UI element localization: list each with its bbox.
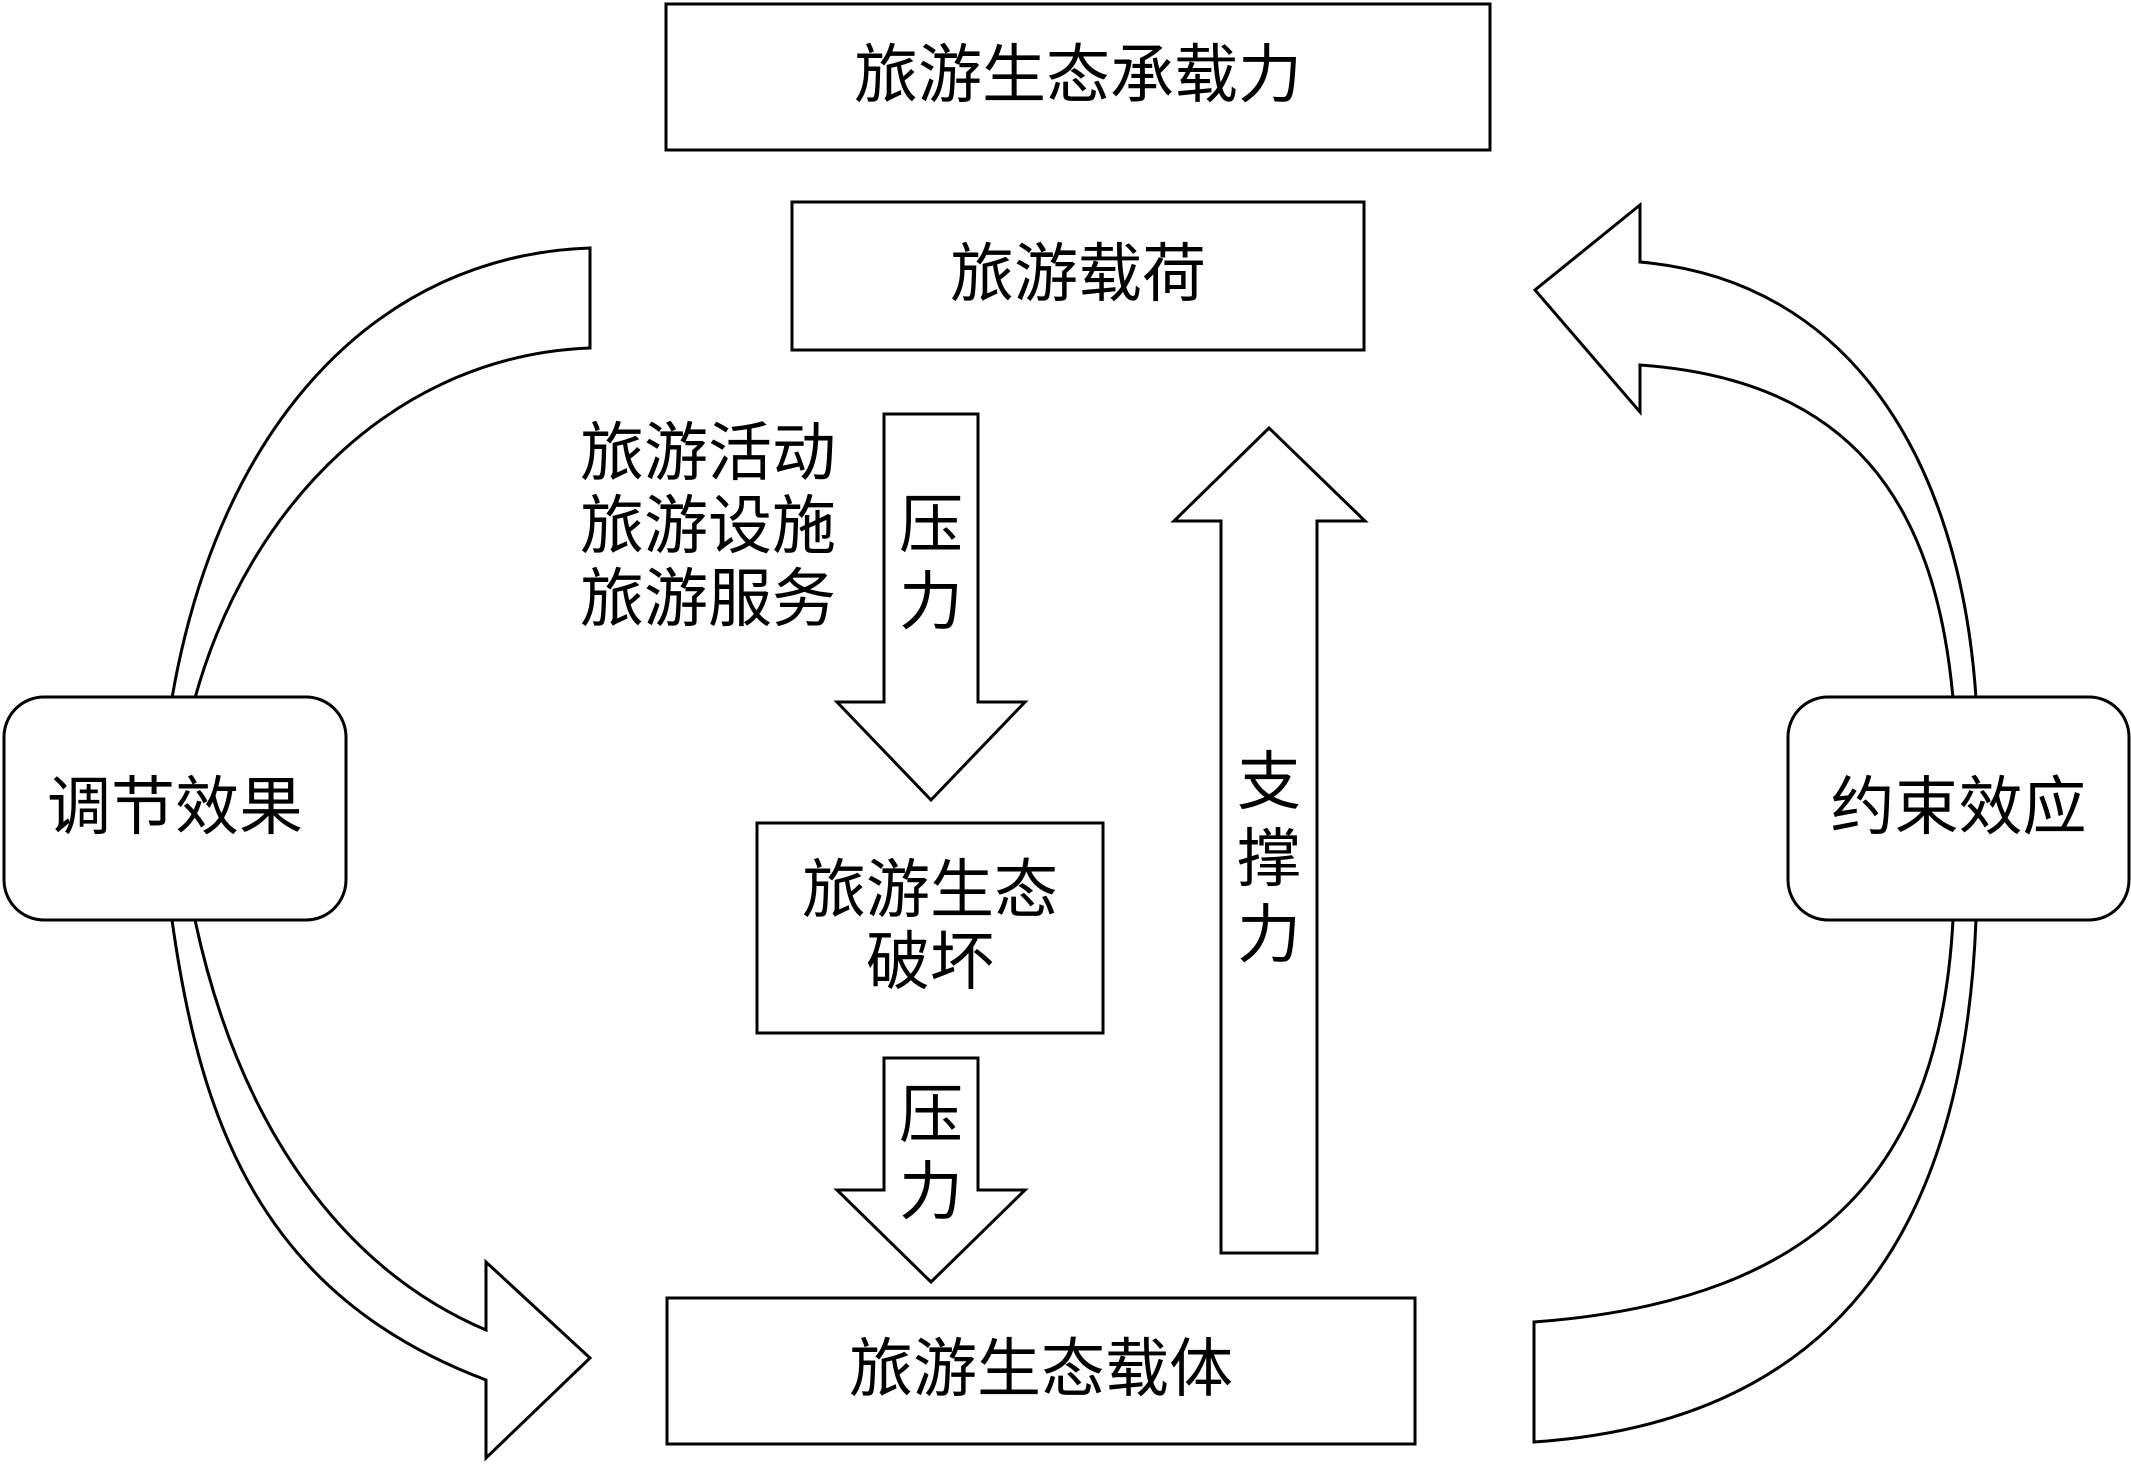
- carrier-box: [665, 1296, 1417, 1446]
- left-rounded-label: 调节效果: [47, 770, 303, 845]
- left-rounded-box: [2, 695, 348, 922]
- right-curve-arrow-lower: [1532, 918, 1978, 1444]
- carrier-box-label: 旅游生态载体: [849, 1333, 1233, 1408]
- activity-item: 旅游活动: [580, 417, 836, 491]
- activity-item: 旅游服务: [580, 563, 836, 637]
- pressure-arrow-1: [833, 412, 1029, 803]
- support-arrow-label: 支 撑 力: [1221, 745, 1317, 975]
- activity-item: 旅游设施: [580, 490, 836, 564]
- activities-list: 旅游活动 旅游设施 旅游服务: [580, 418, 836, 637]
- support-char: 力: [1237, 899, 1301, 974]
- top-box-label: 旅游生态承载力: [854, 39, 1302, 114]
- damage-box-line-1: 旅游生态: [802, 854, 1058, 929]
- left-curve-arrow-lower: [170, 918, 593, 1462]
- support-arrow: [1170, 425, 1369, 1255]
- pressure-char: 力: [899, 566, 963, 640]
- left-curve-arrow-upper: [170, 246, 592, 700]
- pressure-char: 力: [899, 1156, 963, 1230]
- right-curve-arrow-upper: [1532, 201, 1978, 700]
- pressure-arrow-2: [833, 1056, 1029, 1285]
- pressure-char: 压: [899, 489, 963, 564]
- right-rounded-label: 约束效应: [1830, 770, 2087, 845]
- right-rounded-box: [1786, 695, 2131, 922]
- support-char: 撑: [1237, 822, 1301, 897]
- pressure-char: 压: [899, 1079, 963, 1154]
- load-box-label: 旅游载荷: [950, 238, 1206, 313]
- damage-box-line-2: 破坏: [866, 926, 994, 1000]
- damage-box-label: 旅游生态 破坏: [757, 823, 1103, 1033]
- top-box: [664, 2, 1492, 152]
- damage-box: [755, 821, 1105, 1035]
- support-char: 支: [1237, 745, 1301, 820]
- pressure-arrow-2-label: 压 力: [884, 1079, 978, 1230]
- pressure-arrow-1-label: 压 力: [884, 489, 978, 640]
- load-box: [790, 200, 1366, 352]
